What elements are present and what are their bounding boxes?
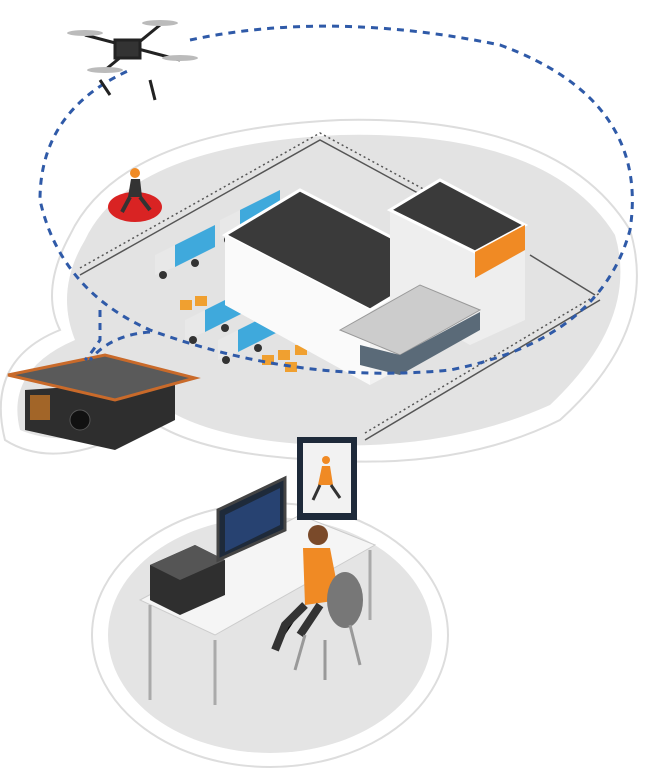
cargo-boxes (180, 296, 307, 372)
monitor (216, 475, 287, 563)
warehouse (221, 178, 529, 385)
office-orange-facade (475, 225, 525, 278)
intruder-alert-zone (108, 192, 162, 222)
intruder (108, 168, 162, 222)
operator-station (138, 437, 377, 705)
drone-docking-station (7, 353, 201, 450)
chair (293, 572, 363, 680)
truck (155, 225, 215, 279)
printer (150, 545, 225, 615)
drone (67, 20, 198, 101)
drone-patrol-path (38, 24, 634, 375)
entrance-canopy (338, 284, 482, 356)
wall-display (297, 437, 357, 520)
